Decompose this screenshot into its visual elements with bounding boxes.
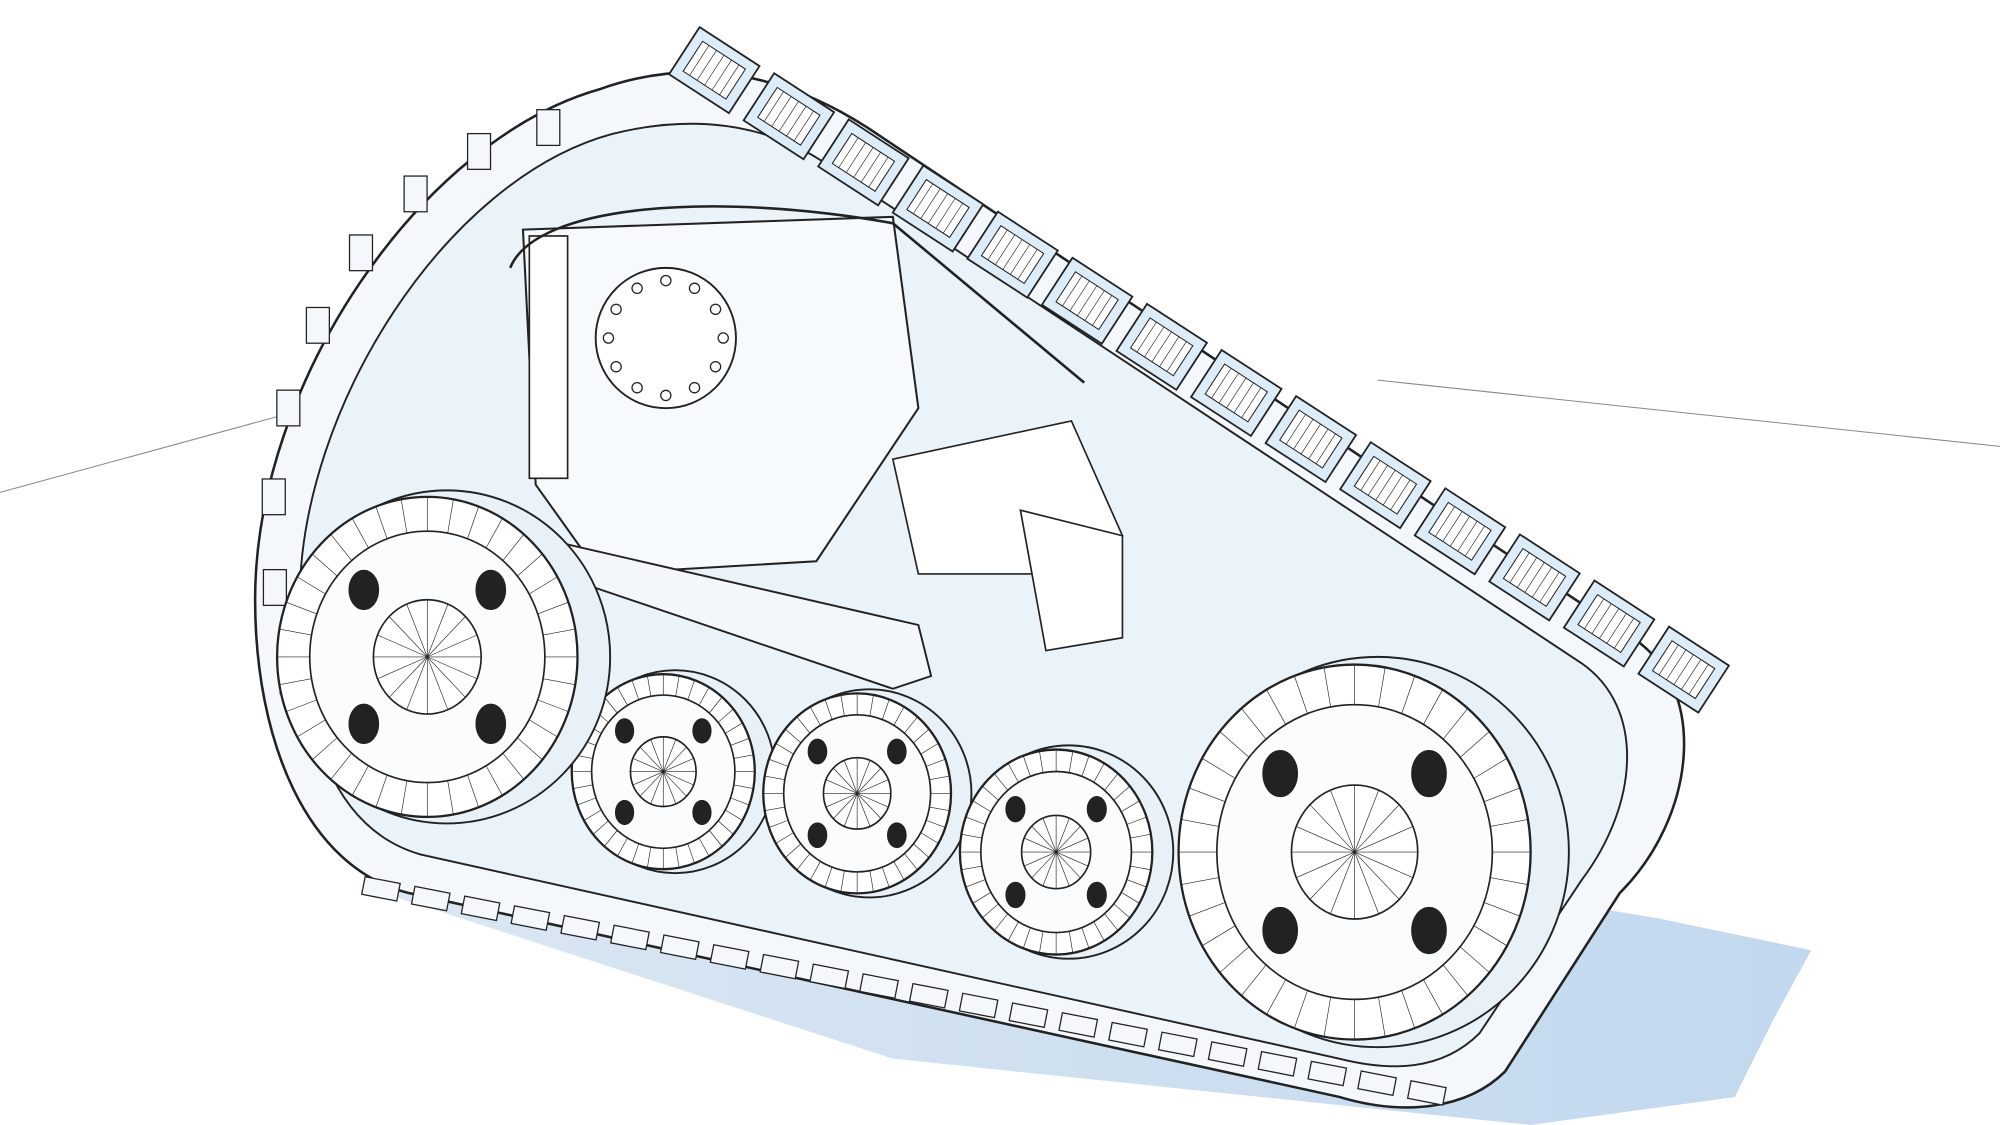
- track-lug: [460, 895, 501, 922]
- track-lug: [560, 914, 601, 941]
- rim-hole: [1411, 906, 1447, 955]
- track-lug: [1040, 256, 1134, 345]
- track-lug: [1338, 440, 1432, 530]
- track-lug: [759, 953, 800, 980]
- rim-hole: [1086, 881, 1107, 909]
- track-lug: [276, 389, 301, 427]
- track-lug: [510, 905, 551, 931]
- bolt: [688, 282, 701, 295]
- track-lug: [410, 885, 451, 912]
- rim-hole: [887, 738, 907, 765]
- rim-hole: [692, 799, 712, 826]
- hydraulic-hose: [509, 205, 1086, 384]
- track-lug: [709, 943, 750, 970]
- bolt: [660, 389, 672, 402]
- track-lug: [1115, 302, 1209, 392]
- track-lug: [1008, 1002, 1049, 1029]
- track-lug: [1157, 1031, 1198, 1058]
- track-lug: [966, 210, 1060, 299]
- track-lug: [348, 234, 374, 272]
- rim-hole: [1005, 881, 1026, 909]
- rim-hole: [348, 703, 380, 745]
- track-lug: [262, 569, 288, 607]
- rim-hole: [1262, 906, 1299, 955]
- track-lug: [958, 992, 999, 1019]
- rim-hole: [348, 569, 380, 611]
- rim-hole: [614, 799, 635, 826]
- track-lug: [360, 875, 401, 902]
- track-lug: [742, 72, 836, 161]
- track-lug: [1637, 625, 1731, 714]
- track-lug: [1488, 533, 1582, 622]
- track-lug: [891, 164, 985, 253]
- bolt: [610, 360, 622, 373]
- track-lug: [659, 934, 700, 961]
- rim-hole: [807, 738, 828, 765]
- rim-hole: [475, 569, 507, 611]
- bolt: [709, 303, 722, 316]
- rear-idler-wheel: [1177, 655, 1570, 1049]
- front-idler-wheel: [275, 489, 612, 825]
- track-lug: [1207, 1041, 1248, 1067]
- wheels: [275, 489, 1570, 1049]
- rim-hole: [887, 822, 907, 849]
- suspension-frame: [509, 205, 1124, 690]
- bolt: [709, 360, 722, 373]
- track-lug: [1189, 348, 1283, 438]
- bracket: [1019, 509, 1124, 652]
- track-lug: [809, 963, 850, 990]
- rim-hole: [614, 718, 635, 744]
- track-lug: [859, 973, 899, 999]
- bolt: [631, 282, 643, 295]
- rim-hole: [692, 718, 712, 744]
- track-lug: [1108, 1021, 1149, 1048]
- bolt: [602, 332, 615, 344]
- track-lug: [466, 132, 492, 170]
- track-lug: [536, 109, 561, 147]
- track-lug: [1307, 1060, 1348, 1087]
- bolt: [688, 381, 701, 394]
- rim-hole: [475, 703, 507, 745]
- bolt: [717, 332, 729, 344]
- bolt: [610, 303, 622, 316]
- rim-hole: [1005, 795, 1026, 823]
- rim-hole: [1262, 749, 1299, 798]
- track-lug: [816, 118, 910, 207]
- track-lug: [1413, 487, 1507, 576]
- track-lug: [609, 924, 650, 951]
- bolt: [631, 381, 643, 394]
- road-wheel-2: [762, 688, 973, 899]
- track-lug: [1257, 1050, 1298, 1077]
- track-lug: [667, 25, 761, 115]
- track-lug: [261, 478, 286, 516]
- track-lug: [1357, 1070, 1398, 1097]
- track-lug: [1058, 1012, 1099, 1038]
- track-lug: [403, 175, 428, 213]
- bolt: [660, 274, 672, 287]
- rim-hole: [807, 822, 828, 849]
- track-lug: [305, 306, 330, 344]
- rim-hole: [1086, 795, 1107, 823]
- track-lug: [1406, 1080, 1447, 1106]
- hydraulic-cylinder: [528, 235, 569, 480]
- hub-plate: [594, 266, 737, 410]
- rim-hole: [1411, 749, 1447, 798]
- track-lug: [908, 982, 949, 1009]
- track-lug: [1264, 394, 1358, 484]
- track-lug: [1562, 579, 1656, 668]
- road-wheel-3: [958, 744, 1175, 960]
